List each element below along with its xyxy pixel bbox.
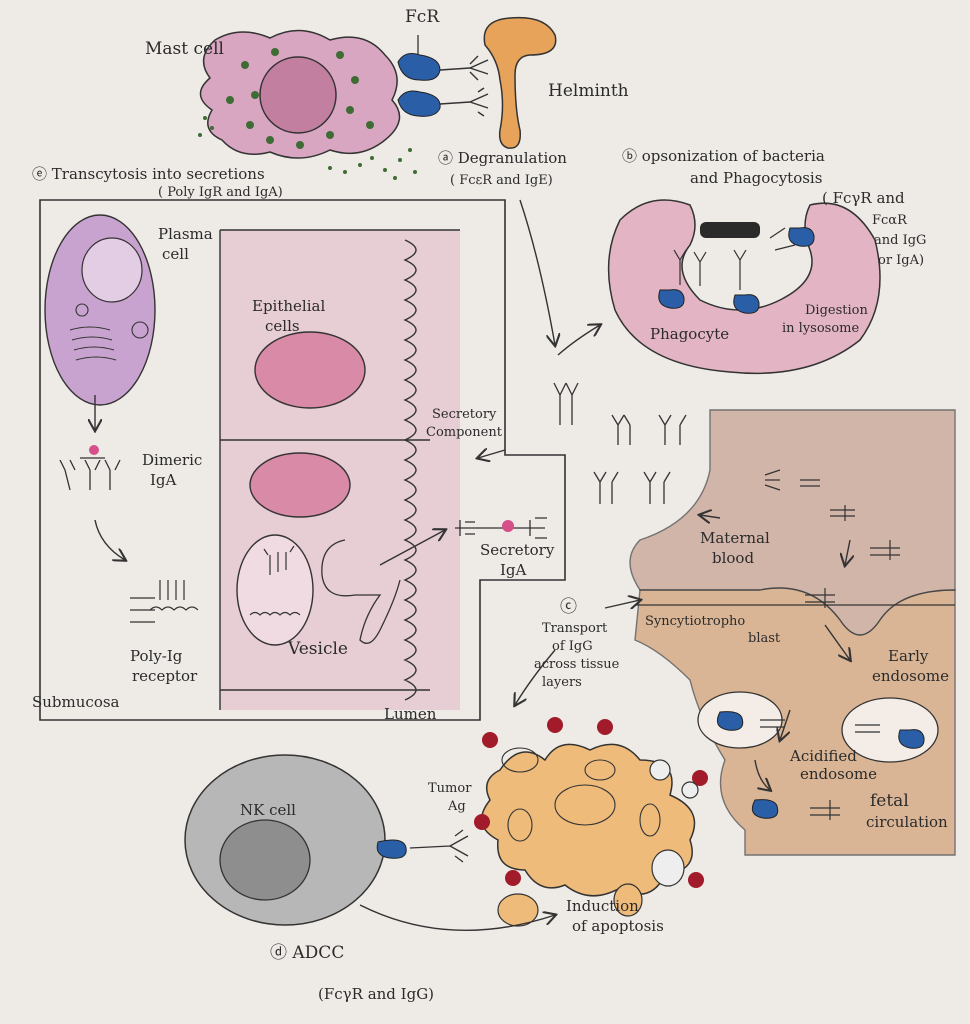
poly-ig-receptor-label-2: receptor [132, 667, 198, 685]
tumor-antigen-label: Tumor [428, 781, 472, 796]
secretory-iga-label: Secretory [480, 541, 555, 559]
phagocyte-label: Phagocyte [650, 325, 730, 343]
panel-b-title-2: and Phagocytosis [690, 169, 823, 187]
secretory-component-label: Secretory [432, 407, 497, 422]
induction-apoptosis-label: Induction [566, 897, 639, 915]
secretory-iga-label-2: IgA [500, 561, 527, 579]
plasma-cell-label-2: cell [162, 245, 189, 263]
fc-receptor-bottom [397, 90, 441, 117]
adcc-igg [409, 829, 469, 863]
plasma-cell-label: Plasma [158, 225, 213, 243]
ige-antibodies [439, 55, 489, 117]
dimeric-iga [59, 457, 121, 491]
phagocyte-fc-receptors [658, 227, 815, 314]
maternal-blood-label: Maternal [700, 529, 770, 547]
digestion-label: Digestion [805, 303, 868, 318]
panel-c-title-3: across tissue [534, 657, 620, 672]
lumen-label: Lumen [384, 705, 437, 723]
dimeric-iga-label-2: IgA [150, 471, 177, 489]
vesicle-label: Vesicle [288, 639, 348, 659]
vesicle-contents [249, 545, 301, 616]
induction-apoptosis-label-2: of apoptosis [572, 917, 664, 935]
helminth-label: Helminth [548, 81, 629, 101]
nk-cell-label: NK cell [240, 801, 296, 819]
panel-c-title-2: of IgG [552, 639, 593, 654]
syncytiotrophoblast-label: Syncytiotropho [645, 614, 746, 629]
panel-d-receptors: (FcγR and IgG) [318, 985, 435, 1003]
free-igg-molecules [553, 382, 687, 504]
helminth [483, 16, 557, 149]
epithelial-cells-label-2: cells [265, 317, 300, 335]
fetal-circulation-label-2: circulation [866, 813, 948, 831]
maternal-blood-label-2: blood [712, 549, 755, 567]
transcytosis-box [39, 199, 566, 721]
fetal-circulation-label: fetal [870, 791, 909, 811]
phagocyte-antibodies [673, 227, 796, 290]
panel-c-marker: ⓒ [560, 597, 577, 617]
lysosome-label: in lysosome [782, 321, 860, 336]
secretory-component-marker [502, 520, 514, 532]
mast-cell-label: Mast cell [145, 39, 224, 59]
apoptotic-body-2 [651, 849, 685, 887]
syncytiotrophoblast-region [634, 587, 956, 856]
panel-e-title: ⓔ Transcytosis into secretions [32, 165, 265, 183]
vesicle [236, 534, 314, 646]
panel-a-receptors: ( FcεR and IgE) [450, 173, 553, 188]
panel-b-receptors-3: and IgG [874, 233, 927, 248]
plasma-cell-nucleus [81, 237, 143, 303]
poly-ig-receptor-complex [130, 580, 199, 623]
tumor-organelles [501, 747, 661, 842]
epithelial-cells-label: Epithelial [252, 297, 326, 315]
apoptotic-body-3 [497, 893, 539, 927]
secretory-component-label-2: Component [426, 425, 502, 440]
exocytosis-pocket [321, 539, 401, 644]
acidified-endosome-label: Acidified [790, 747, 857, 765]
mast-cell-granules [226, 48, 374, 149]
panel-c-title-4: layers [542, 675, 582, 690]
early-endosome-label: Early [888, 647, 929, 665]
released-granules [198, 116, 417, 180]
acidified-endosome-label-2: endosome [800, 765, 877, 783]
epithelial-nucleus-1 [254, 331, 366, 409]
panel-b-title: ⓑ opsonization of bacteria [622, 147, 825, 165]
early-endosome-label-2: endosome [872, 667, 949, 685]
secretory-iga [455, 517, 547, 539]
epithelial-nucleus-2 [249, 452, 351, 518]
mast-cell-nucleus [259, 56, 337, 134]
j-chain [89, 445, 99, 455]
dimeric-iga-label: Dimeric [142, 451, 203, 469]
panel-c-title: Transport [542, 621, 608, 636]
panel-d-title: ⓓ ADCC [270, 943, 345, 963]
plasma-cell-er [69, 303, 149, 361]
tumor-antigens [474, 717, 708, 888]
panel-b-receptors-2: FcαR [872, 213, 907, 228]
panel-e-receptors: ( Poly IgR and IgA) [158, 185, 283, 200]
bacterium [700, 222, 760, 238]
tumor-antigen-label-2: Ag [448, 799, 466, 814]
panel-a-title: ⓐ Degranulation [438, 149, 567, 167]
panel-b-receptors-4: or IgA) [878, 253, 925, 268]
submucosa-label: Submucosa [32, 693, 120, 711]
mast-cell [198, 29, 417, 180]
poly-ig-receptor-label: Poly-Ig [130, 647, 183, 665]
igg-molecules-placenta [760, 469, 900, 820]
flow-arrows [95, 199, 850, 931]
apoptotic-body-1 [613, 883, 643, 917]
fc-receptor-label: FcR [405, 7, 440, 27]
nk-fc-gamma-receptor [376, 839, 407, 859]
panel-b-receptors: ( FcγR and [822, 189, 905, 207]
fc-receptor-top [397, 35, 441, 81]
nk-cell-nucleus [219, 819, 311, 901]
lumen-microvilli [403, 239, 417, 701]
syncytiotrophoblast-label-2: blast [748, 631, 781, 646]
